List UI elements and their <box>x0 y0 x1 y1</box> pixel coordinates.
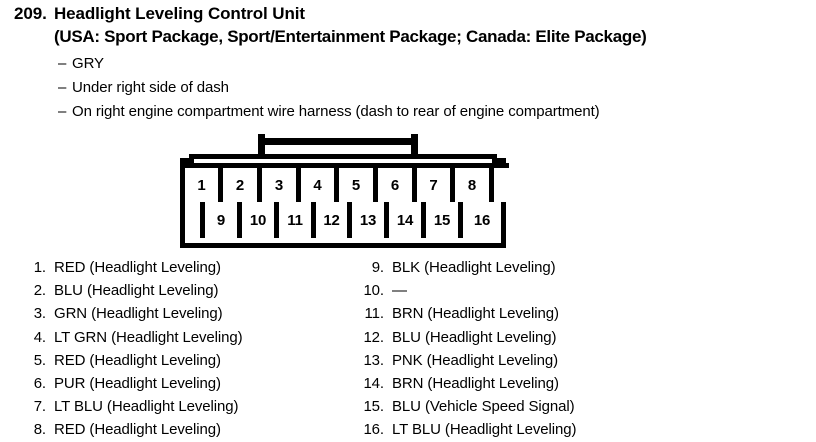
legend-pin-description: LT BLU (Headlight Leveling) <box>54 398 239 416</box>
connector-diagram: 1 2 3 4 5 6 7 8 9 10 11 12 13 14 15 16 <box>180 134 509 248</box>
bullet-line: – GRY <box>58 52 798 76</box>
pin-legend-column-right: 9. BLK (Headlight Leveling) 10. — 11. BR… <box>352 256 792 442</box>
legend-item: 2. BLU (Headlight Leveling) <box>14 279 354 302</box>
legend-item: 11. BRN (Headlight Leveling) <box>352 302 792 325</box>
pin-legend: 1. RED (Headlight Leveling) 2. BLU (Head… <box>0 256 816 442</box>
legend-item: 10. — <box>352 279 792 302</box>
legend-pin-number: 12. <box>363 328 384 346</box>
pin-cell-8: 8 <box>455 163 494 202</box>
legend-pin-description: RED (Headlight Leveling) <box>54 421 221 439</box>
pin-cell-blank-top-right <box>494 163 509 202</box>
legend-item: 1. RED (Headlight Leveling) <box>14 256 354 279</box>
bullet-text: Under right side of dash <box>72 79 229 96</box>
legend-item: 8. RED (Headlight Leveling) <box>14 418 354 441</box>
legend-item: 13. PNK (Headlight Leveling) <box>352 349 792 372</box>
legend-pin-description: BLK (Headlight Leveling) <box>392 259 556 276</box>
legend-pin-number: 3. <box>33 305 46 323</box>
legend-pin-number: 1. <box>33 259 46 276</box>
pin-cell-9: 9 <box>205 202 242 238</box>
pin-cell-15: 15 <box>426 202 463 238</box>
latch-post-right <box>411 134 418 162</box>
legend-pin-description: LT BLU (Headlight Leveling) <box>392 421 577 439</box>
legend-item: 12. BLU (Headlight Leveling) <box>352 326 792 349</box>
bullet-line: – Under right side of dash <box>58 76 798 100</box>
pin-cell-4: 4 <box>301 163 339 202</box>
legend-pin-description: BLU (Headlight Leveling) <box>54 282 219 300</box>
connector-latch-bracket <box>258 134 418 162</box>
legend-pin-number: 8. <box>33 421 46 439</box>
legend-pin-number: 7. <box>33 398 46 416</box>
pin-cell-11: 11 <box>279 202 316 238</box>
pin-cell-7: 7 <box>417 163 455 202</box>
legend-pin-description: GRN (Headlight Leveling) <box>54 305 223 323</box>
legend-pin-description: BLU (Headlight Leveling) <box>392 328 557 346</box>
legend-item: 7. LT BLU (Headlight Leveling) <box>14 395 354 418</box>
connector-pin-row-top: 1 2 3 4 5 6 7 8 <box>185 163 509 202</box>
page-title: Headlight Leveling Control Unit <box>54 4 305 23</box>
legend-pin-description: BRN (Headlight Leveling) <box>392 375 559 393</box>
description-bullet-list: – GRY – Under right side of dash – On ri… <box>58 52 798 124</box>
legend-pin-description: RED (Headlight Leveling) <box>54 259 221 276</box>
legend-pin-number: 14. <box>363 375 384 393</box>
latch-crossbar <box>258 138 418 145</box>
page-heading: 209. Headlight Leveling Control Unit (US… <box>14 2 804 48</box>
dash-marker: – <box>58 79 67 96</box>
legend-item: 6. PUR (Headlight Leveling) <box>14 372 354 395</box>
dash-marker: – <box>58 103 67 120</box>
dash-marker: – <box>58 55 67 72</box>
pin-cell-16: 16 <box>463 202 501 238</box>
latch-post-left <box>258 134 265 162</box>
bullet-text: On right engine compartment wire harness… <box>72 103 600 120</box>
heading-main-row: 209. Headlight Leveling Control Unit <box>14 2 804 25</box>
pin-cell-1: 1 <box>185 163 223 202</box>
pin-cell-blank-bottom-left <box>185 202 205 238</box>
legend-pin-description: BRN (Headlight Leveling) <box>392 305 559 323</box>
legend-pin-number: 13. <box>363 351 384 369</box>
legend-item: 5. RED (Headlight Leveling) <box>14 349 354 372</box>
legend-pin-number: 6. <box>33 375 46 393</box>
pin-cell-10: 10 <box>242 202 279 238</box>
connector-notch-left <box>180 154 194 163</box>
legend-pin-description: PUR (Headlight Leveling) <box>54 375 221 393</box>
legend-pin-number: 10. <box>363 282 384 300</box>
pin-cell-12: 12 <box>316 202 352 238</box>
legend-pin-number: 5. <box>33 351 46 369</box>
legend-item: 3. GRN (Headlight Leveling) <box>14 302 354 325</box>
legend-item: 14. BRN (Headlight Leveling) <box>352 372 792 395</box>
legend-pin-description: BLU (Vehicle Speed Signal) <box>392 398 575 416</box>
connector-notch-right <box>492 154 506 163</box>
legend-pin-number: 2. <box>33 282 46 300</box>
legend-pin-number: 9. <box>371 259 384 276</box>
legend-pin-description: PNK (Headlight Leveling) <box>392 351 559 369</box>
pin-cell-5: 5 <box>339 163 378 202</box>
heading-subtitle: (USA: Sport Package, Sport/Entertainment… <box>54 27 647 46</box>
pin-cell-13: 13 <box>352 202 389 238</box>
legend-item: 15. BLU (Vehicle Speed Signal) <box>352 395 792 418</box>
legend-pin-number: 4. <box>33 328 46 346</box>
heading-item-number: 209. <box>14 4 47 23</box>
connector-pin-row-bottom: 9 10 11 12 13 14 15 16 <box>185 202 501 238</box>
legend-item: 4. LT GRN (Headlight Leveling) <box>14 326 354 349</box>
pin-cell-6: 6 <box>378 163 417 202</box>
pin-cell-3: 3 <box>262 163 301 202</box>
legend-item: 16. LT BLU (Headlight Leveling) <box>352 418 792 441</box>
pin-legend-column-left: 1. RED (Headlight Leveling) 2. BLU (Head… <box>14 256 354 442</box>
legend-pin-description: LT GRN (Headlight Leveling) <box>54 328 243 346</box>
legend-pin-description: RED (Headlight Leveling) <box>54 351 221 369</box>
pin-cell-2: 2 <box>223 163 262 202</box>
legend-pin-number: 11. <box>364 305 385 323</box>
legend-pin-number: 15. <box>363 398 384 416</box>
legend-item: 9. BLK (Headlight Leveling) <box>352 256 792 279</box>
bullet-line: – On right engine compartment wire harne… <box>58 100 798 124</box>
legend-pin-number: 16. <box>363 421 384 439</box>
pin-cell-14: 14 <box>389 202 426 238</box>
legend-pin-description: — <box>392 282 407 300</box>
bullet-text: GRY <box>72 55 104 72</box>
